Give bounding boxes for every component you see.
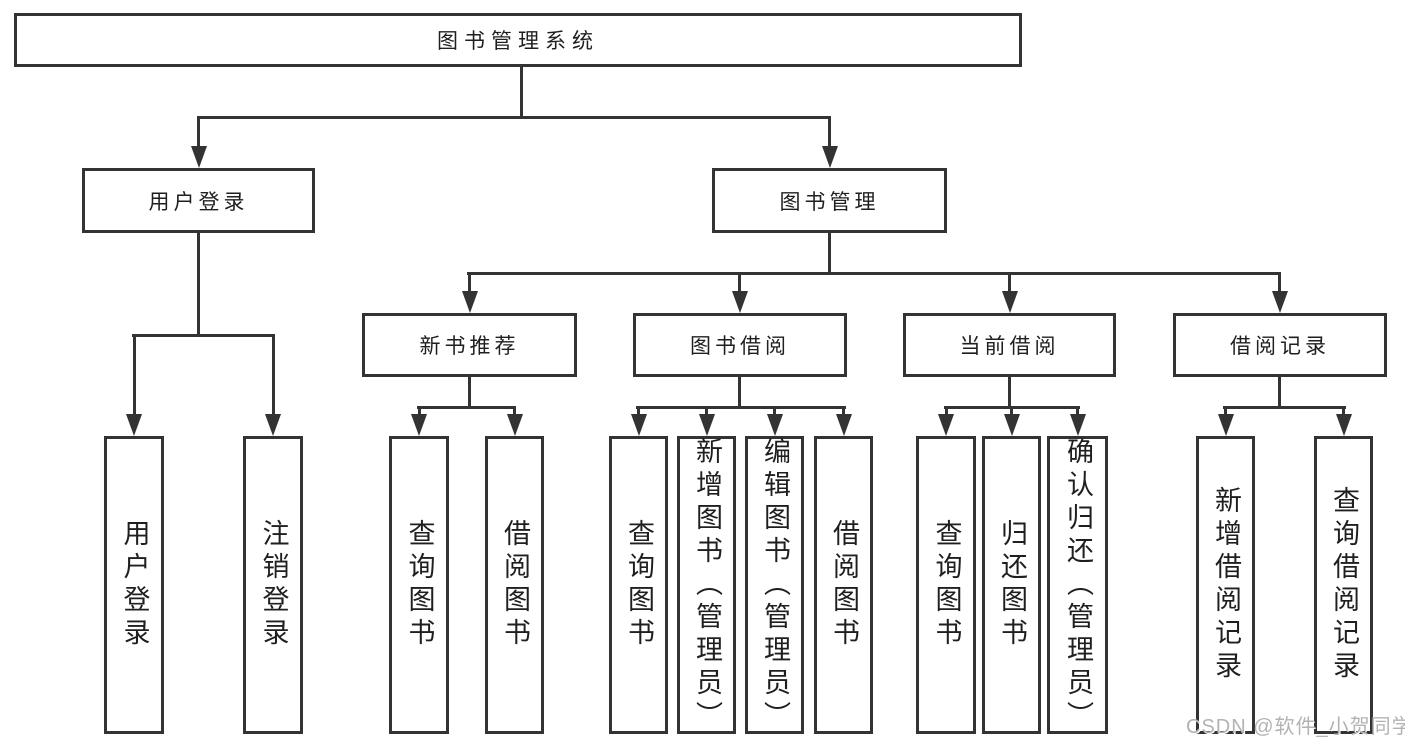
leaf-borrow-borrow-books: 借阅图书 — [814, 436, 873, 734]
connector-root-trunk — [520, 66, 523, 118]
arrowhead-down-icon — [411, 414, 427, 436]
connector-shaft — [1010, 406, 1013, 418]
connector-shaft — [738, 272, 741, 294]
connector-level2-bar — [197, 116, 831, 119]
arrowhead-down-icon — [191, 146, 207, 168]
arrowhead-down-icon — [1272, 291, 1288, 313]
connector-shaft — [828, 116, 831, 148]
node-book-borrow: 图书借阅 — [633, 313, 847, 377]
arrowhead-down-icon — [732, 291, 748, 313]
leaf-borrow-edit-books-admin: 编辑图书（管理员） — [745, 436, 804, 734]
connector-shaft — [513, 406, 516, 418]
arrowhead-down-icon — [767, 414, 783, 436]
arrowhead-down-icon — [1070, 414, 1086, 436]
arrowhead-down-icon — [699, 414, 715, 436]
connector-shaft — [418, 406, 421, 418]
connector-shaft — [705, 406, 708, 418]
leaf-newbook-borrow-books: 借阅图书 — [485, 436, 544, 734]
connector-new-book-bar — [417, 406, 516, 409]
connector-current-borrow-trunk — [1008, 377, 1011, 409]
leaf-newbook-query-books: 查询图书 — [389, 436, 449, 734]
connector-shaft — [773, 406, 776, 418]
arrowhead-down-icon — [507, 414, 523, 436]
leaf-user-login: 用户登录 — [104, 436, 164, 734]
connector-book-mgmt-trunk — [828, 233, 831, 274]
leaf-records-query-borrow-record: 查询借阅记录 — [1314, 436, 1373, 734]
arrowhead-down-icon — [1004, 414, 1020, 436]
leaf-borrow-add-books-admin: 新增图书（管理员） — [677, 436, 736, 734]
connector-shaft — [468, 272, 471, 294]
node-user-login: 用户登录 — [82, 168, 315, 233]
arrowhead-down-icon — [938, 414, 954, 436]
csdn-watermark: CSDN @软件_小贺同学 — [1186, 716, 1405, 738]
connector-shaft — [945, 406, 948, 418]
connector-borrow-records-bar — [1223, 406, 1346, 409]
connector-book-borrow-trunk — [738, 377, 741, 409]
arrowhead-down-icon — [836, 414, 852, 436]
connector-shaft — [842, 406, 845, 418]
node-current-borrow: 当前借阅 — [903, 313, 1116, 377]
arrowhead-down-icon — [631, 414, 647, 436]
leaf-records-add-borrow-record: 新增借阅记录 — [1196, 436, 1255, 734]
connector-shaft — [1076, 406, 1079, 418]
connector-level3-bar — [467, 272, 1281, 275]
node-library-management-system: 图书管理系统 — [14, 13, 1022, 67]
arrowhead-down-icon — [462, 291, 478, 313]
connector-shaft — [133, 334, 136, 418]
leaf-current-return-books: 归还图书 — [982, 436, 1041, 734]
connector-book-borrow-bar — [636, 406, 846, 409]
connector-shaft — [1342, 406, 1345, 418]
arrowhead-down-icon — [265, 414, 281, 436]
connector-borrow-records-trunk — [1278, 377, 1281, 409]
leaf-logout: 注销登录 — [243, 436, 303, 734]
connector-shaft — [1224, 406, 1227, 418]
connector-shaft — [1008, 272, 1011, 294]
connector-shaft — [272, 334, 275, 418]
connector-new-book-trunk — [468, 377, 471, 409]
connector-user-login-trunk — [197, 233, 200, 336]
arrowhead-down-icon — [1336, 414, 1352, 436]
arrowhead-down-icon — [1218, 414, 1234, 436]
arrowhead-down-icon — [822, 146, 838, 168]
connector-shaft — [637, 406, 640, 418]
node-book-management: 图书管理 — [712, 168, 947, 233]
node-new-book-recommend: 新书推荐 — [362, 313, 577, 377]
connector-shaft — [197, 116, 200, 148]
node-borrow-records: 借阅记录 — [1173, 313, 1387, 377]
leaf-borrow-query-books: 查询图书 — [609, 436, 668, 734]
leaf-current-query-books: 查询图书 — [916, 436, 976, 734]
connector-shaft — [1278, 272, 1281, 294]
leaf-current-confirm-return-admin: 确认归还（管理员） — [1047, 436, 1108, 734]
connector-user-login-bar — [132, 334, 275, 337]
arrowhead-down-icon — [1002, 291, 1018, 313]
arrowhead-down-icon — [126, 414, 142, 436]
